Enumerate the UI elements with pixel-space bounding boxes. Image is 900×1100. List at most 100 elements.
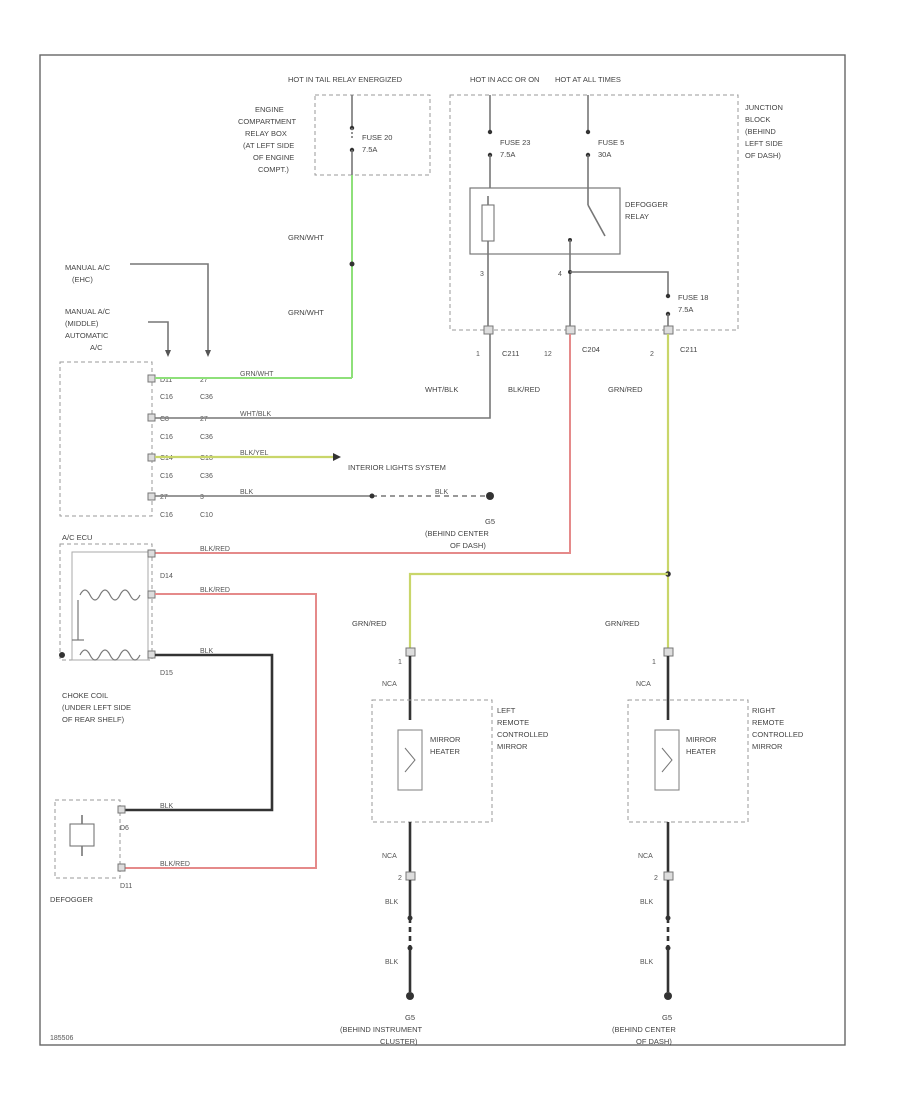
svg-text:BLK: BLK (385, 959, 399, 966)
svg-text:(BEHIND: (BEHIND (745, 127, 776, 136)
left-mirror-label: LEFT REMOTE CONTROLLED MIRROR (497, 706, 549, 751)
svg-text:G5: G5 (405, 1013, 415, 1022)
svg-text:GRN/WHT: GRN/WHT (240, 371, 274, 378)
ground-g5-left (406, 992, 414, 1000)
splice-point (349, 261, 355, 267)
choke-coil-outline (59, 543, 153, 661)
diagram-frame (39, 54, 846, 1046)
svg-text:MIRROR: MIRROR (752, 742, 783, 751)
svg-text:1: 1 (652, 659, 656, 666)
svg-text:12: 12 (544, 351, 552, 358)
svg-text:BLK: BLK (640, 899, 654, 906)
right-mirror-outline (627, 699, 749, 823)
svg-text:OF DASH): OF DASH) (636, 1037, 672, 1046)
svg-text:(AT LEFT SIDE: (AT LEFT SIDE (243, 141, 294, 150)
svg-text:DEFOGGER: DEFOGGER (625, 200, 669, 209)
svg-text:LEFT: LEFT (497, 706, 516, 715)
svg-text:1: 1 (398, 659, 402, 666)
svg-text:BLK/RED: BLK/RED (160, 861, 190, 868)
svg-text:ENGINE: ENGINE (255, 105, 284, 114)
svg-text:GRN/RED: GRN/RED (352, 619, 387, 628)
svg-text:CONTROLLED: CONTROLLED (752, 730, 804, 739)
svg-text:NCA: NCA (638, 853, 653, 860)
svg-text:BLK/RED: BLK/RED (200, 546, 230, 553)
svg-text:RIGHT: RIGHT (752, 706, 776, 715)
junction-block-label: JUNCTION BLOCK (BEHIND LEFT SIDE OF DASH… (745, 103, 783, 160)
choke-coil-label: CHOKE COIL (UNDER LEFT SIDE OF REAR SHEL… (62, 691, 131, 724)
svg-text:FUSE 23: FUSE 23 (500, 138, 530, 147)
svg-text:D6: D6 (120, 825, 129, 832)
svg-text:MIRROR: MIRROR (497, 742, 528, 751)
svg-text:7.5A: 7.5A (678, 305, 693, 314)
manual-ac-bypass-label: MANUAL A/C (MIDDLE) AUTOMATIC A/C (65, 307, 111, 352)
hot-in-acc-label: HOT IN ACC OR ON (470, 75, 539, 84)
svg-text:OF REAR SHELF): OF REAR SHELF) (62, 715, 125, 724)
svg-text:FUSE 20: FUSE 20 (362, 133, 392, 142)
svg-text:C36: C36 (200, 434, 213, 441)
svg-text:C36: C36 (200, 473, 213, 480)
svg-text:COMPARTMENT: COMPARTMENT (238, 117, 296, 126)
svg-text:NCA: NCA (382, 681, 397, 688)
fuse-18-label: FUSE 18 7.5A (678, 293, 708, 314)
svg-text:C14: C14 (160, 455, 173, 462)
svg-text:GRN/WHT: GRN/WHT (288, 233, 324, 242)
svg-text:7.5A: 7.5A (362, 145, 377, 154)
svg-text:C36: C36 (200, 394, 213, 401)
svg-text:BLK: BLK (640, 959, 654, 966)
svg-text:(UNDER LEFT SIDE: (UNDER LEFT SIDE (62, 703, 131, 712)
ground-g5-left-label: G5 (BEHIND INSTRUMENT CLUSTER) (340, 1013, 423, 1046)
svg-text:FUSE 18: FUSE 18 (678, 293, 708, 302)
right-mirror-heater-icon (654, 729, 680, 791)
svg-text:GRN/RED: GRN/RED (605, 619, 640, 628)
svg-text:JUNCTION: JUNCTION (745, 103, 783, 112)
svg-text:WHT/BLK: WHT/BLK (425, 385, 458, 394)
svg-text:GRN/RED: GRN/RED (608, 385, 643, 394)
ground-g5-right-label: G5 (BEHIND CENTER OF DASH) (612, 1013, 676, 1046)
svg-text:(EHC): (EHC) (72, 275, 93, 284)
svg-text:C18: C18 (200, 455, 213, 462)
junction-block-outline (449, 94, 739, 331)
svg-text:BLK: BLK (160, 803, 174, 810)
defogger-relay-box (469, 187, 621, 255)
svg-text:OF DASH): OF DASH) (450, 541, 486, 550)
fuse-5-label: FUSE 5 30A (598, 138, 624, 159)
svg-text:C16: C16 (160, 473, 173, 480)
choke-coil-symbol (79, 589, 141, 601)
svg-text:NCA: NCA (636, 681, 651, 688)
svg-text:(BEHIND INSTRUMENT: (BEHIND INSTRUMENT (340, 1025, 423, 1034)
relay-switch-contact (587, 204, 606, 237)
svg-text:(BEHIND CENTER: (BEHIND CENTER (612, 1025, 676, 1034)
svg-text:BLK/RED: BLK/RED (508, 385, 541, 394)
interior-lights-label: INTERIOR LIGHTS SYSTEM (348, 463, 446, 472)
diagram-id: 185506 (50, 1035, 73, 1042)
wht-blk-wire (155, 334, 491, 419)
grn-red-wire-left (408, 572, 668, 650)
ac-ecu-choke-label: A/C ECU (62, 533, 92, 542)
svg-text:3: 3 (480, 271, 484, 278)
svg-text:C16: C16 (160, 434, 173, 441)
left-mirror-outline (371, 699, 493, 823)
ground-g5-right (664, 992, 672, 1000)
svg-text:FUSE 5: FUSE 5 (598, 138, 624, 147)
svg-text:OF ENGINE: OF ENGINE (253, 153, 294, 162)
svg-text:(MIDDLE): (MIDDLE) (65, 319, 99, 328)
svg-text:BLK: BLK (240, 489, 254, 496)
ac-ecu-connector-pins: D11 27 C16 C36 C8 27 C16 C36 C14 C18 C16… (147, 374, 213, 519)
svg-text:C204: C204 (582, 345, 600, 354)
svg-text:3: 3 (200, 494, 204, 501)
svg-text:30A: 30A (598, 150, 611, 159)
svg-text:BLK: BLK (435, 489, 449, 496)
svg-text:27: 27 (200, 416, 208, 423)
svg-text:CONTROLLED: CONTROLLED (497, 730, 549, 739)
svg-text:BLK/YEL: BLK/YEL (240, 450, 269, 457)
svg-text:D11: D11 (160, 377, 172, 384)
svg-text:MIRROR: MIRROR (430, 735, 461, 744)
svg-text:C8: C8 (160, 416, 169, 423)
left-mirror-heater-label: MIRROR HEATER (430, 735, 461, 756)
svg-text:REMOTE: REMOTE (752, 718, 784, 727)
right-mirror-label: RIGHT REMOTE CONTROLLED MIRROR (752, 706, 804, 751)
defogger-outline (54, 799, 121, 879)
manual-ac-ehc-label: MANUAL A/C (EHC) (65, 263, 111, 284)
svg-text:LEFT SIDE: LEFT SIDE (745, 139, 783, 148)
